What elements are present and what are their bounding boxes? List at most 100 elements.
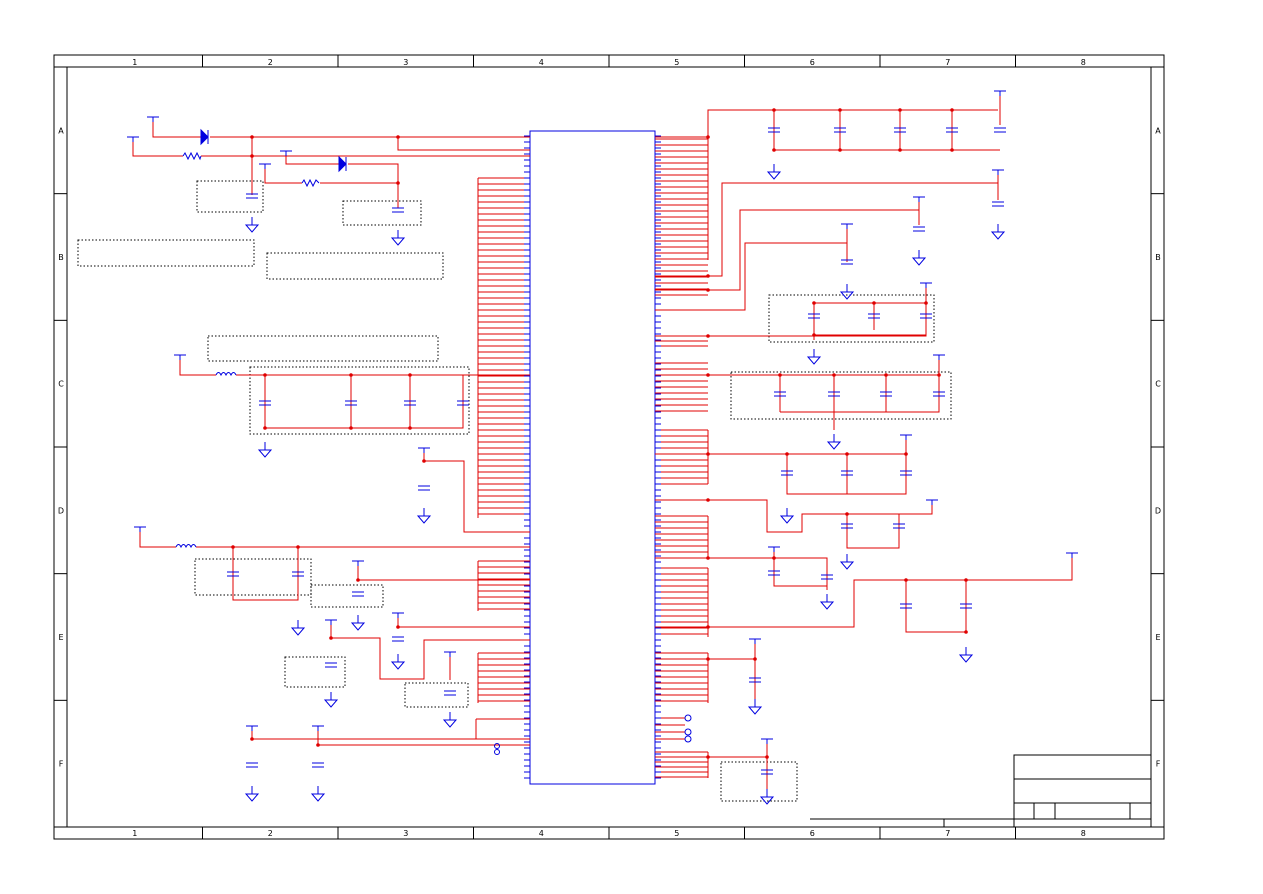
capacitor-icon bbox=[828, 391, 840, 397]
power-rail-icon bbox=[926, 499, 938, 505]
junction-dot bbox=[349, 373, 353, 377]
capacitor-icon bbox=[246, 193, 258, 199]
row-label-left: F bbox=[59, 760, 64, 769]
junction-dot bbox=[898, 148, 902, 152]
column-label-top: 7 bbox=[945, 58, 950, 67]
capacitor-icon bbox=[292, 571, 304, 577]
capacitor-icon bbox=[761, 769, 773, 775]
row-label-left: B bbox=[58, 253, 64, 262]
row-label-right: E bbox=[1155, 633, 1160, 642]
ic-pins bbox=[477, 135, 709, 779]
junction-dot bbox=[706, 556, 710, 560]
power-rail-icon bbox=[749, 638, 761, 644]
column-label-bottom: 7 bbox=[945, 829, 950, 838]
junction-dot bbox=[838, 108, 842, 112]
junction-dot bbox=[753, 657, 757, 661]
capacitor-icon bbox=[894, 127, 906, 133]
diode-icon bbox=[200, 128, 347, 173]
power-rail-icon bbox=[1066, 552, 1078, 558]
junction-dot bbox=[924, 301, 928, 305]
junction-dot bbox=[778, 373, 782, 377]
row-label-left: A bbox=[58, 126, 64, 135]
junction-dot bbox=[706, 135, 710, 139]
capacitor-icon bbox=[246, 762, 258, 768]
power-rail-icon bbox=[259, 163, 271, 169]
capacitor-icon bbox=[345, 400, 357, 406]
column-label-bottom: 1 bbox=[132, 829, 137, 838]
junction-dot bbox=[898, 108, 902, 112]
power-rail-icon bbox=[841, 223, 853, 229]
capacitor-icon bbox=[821, 574, 833, 580]
capacitor-icon bbox=[444, 690, 456, 696]
column-label-top: 2 bbox=[268, 58, 273, 67]
junction-dot bbox=[964, 630, 968, 634]
power-rail-icon bbox=[418, 447, 430, 453]
column-label-bottom: 3 bbox=[403, 829, 408, 838]
junction-dot bbox=[872, 301, 876, 305]
capacitor-icon bbox=[933, 391, 945, 397]
junction-dot bbox=[329, 636, 333, 640]
capacitor-icon bbox=[404, 400, 416, 406]
junction-dot bbox=[296, 545, 300, 549]
junction-dot bbox=[396, 135, 400, 139]
junction-dot bbox=[706, 452, 710, 456]
capacitor-icon bbox=[992, 201, 1004, 207]
capacitor-icon bbox=[893, 523, 905, 529]
ground-icon bbox=[759, 789, 775, 805]
junction-dot bbox=[845, 512, 849, 516]
junction-dot bbox=[772, 148, 776, 152]
junction-dot bbox=[356, 578, 360, 582]
capacitor-icon bbox=[946, 127, 958, 133]
power-rail-icon bbox=[900, 434, 912, 440]
junction-dot bbox=[706, 373, 710, 377]
junction-dot bbox=[832, 373, 836, 377]
ground-icon bbox=[323, 692, 339, 708]
power-rail-icon bbox=[992, 169, 1004, 175]
capacitor-icon bbox=[392, 207, 404, 213]
ground-icon bbox=[839, 554, 855, 570]
row-label-left: D bbox=[58, 506, 64, 515]
row-label-right: F bbox=[1156, 760, 1161, 769]
ground-icon bbox=[990, 224, 1006, 240]
ground-icon bbox=[806, 349, 822, 365]
column-label-bottom: 5 bbox=[674, 829, 679, 838]
junction-dot bbox=[812, 333, 816, 337]
junction-dot bbox=[396, 625, 400, 629]
ground-icon bbox=[819, 594, 835, 610]
junction-dot bbox=[408, 373, 412, 377]
column-label-top: 8 bbox=[1081, 58, 1086, 67]
ground-icon bbox=[747, 699, 763, 715]
junction-dot bbox=[904, 452, 908, 456]
junction-dot bbox=[706, 274, 710, 278]
capacitor-icon bbox=[994, 127, 1006, 133]
capacitor-icon bbox=[841, 523, 853, 529]
ground-icon bbox=[766, 164, 782, 180]
power-rail-icon bbox=[325, 619, 337, 625]
junction-dot bbox=[964, 578, 968, 582]
power-rail-icon bbox=[127, 136, 139, 142]
capacitor-icon bbox=[900, 470, 912, 476]
capacitor-icon bbox=[352, 591, 364, 597]
junction-dot bbox=[250, 135, 254, 139]
net-wires bbox=[132, 92, 1073, 790]
power-rail-icon bbox=[761, 738, 773, 744]
ground-icon bbox=[310, 786, 326, 802]
power-rail-icon bbox=[913, 196, 925, 202]
power-rail-icon bbox=[994, 90, 1006, 96]
junction-dot bbox=[316, 743, 320, 747]
power-rail-icon bbox=[392, 612, 404, 618]
annotation-boxes bbox=[77, 180, 952, 802]
power-rail-icon bbox=[246, 725, 258, 731]
junction-dot bbox=[706, 334, 710, 338]
junction-dot bbox=[950, 108, 954, 112]
capacitor-icon bbox=[259, 400, 271, 406]
capacitor-icon bbox=[392, 636, 404, 642]
capacitor-icon bbox=[774, 391, 786, 397]
junction-dot bbox=[706, 288, 710, 292]
capacitor-icon bbox=[841, 259, 853, 265]
power-rail-icon bbox=[280, 150, 292, 156]
capacitor-icon bbox=[808, 313, 820, 319]
capacitor-icon bbox=[841, 470, 853, 476]
